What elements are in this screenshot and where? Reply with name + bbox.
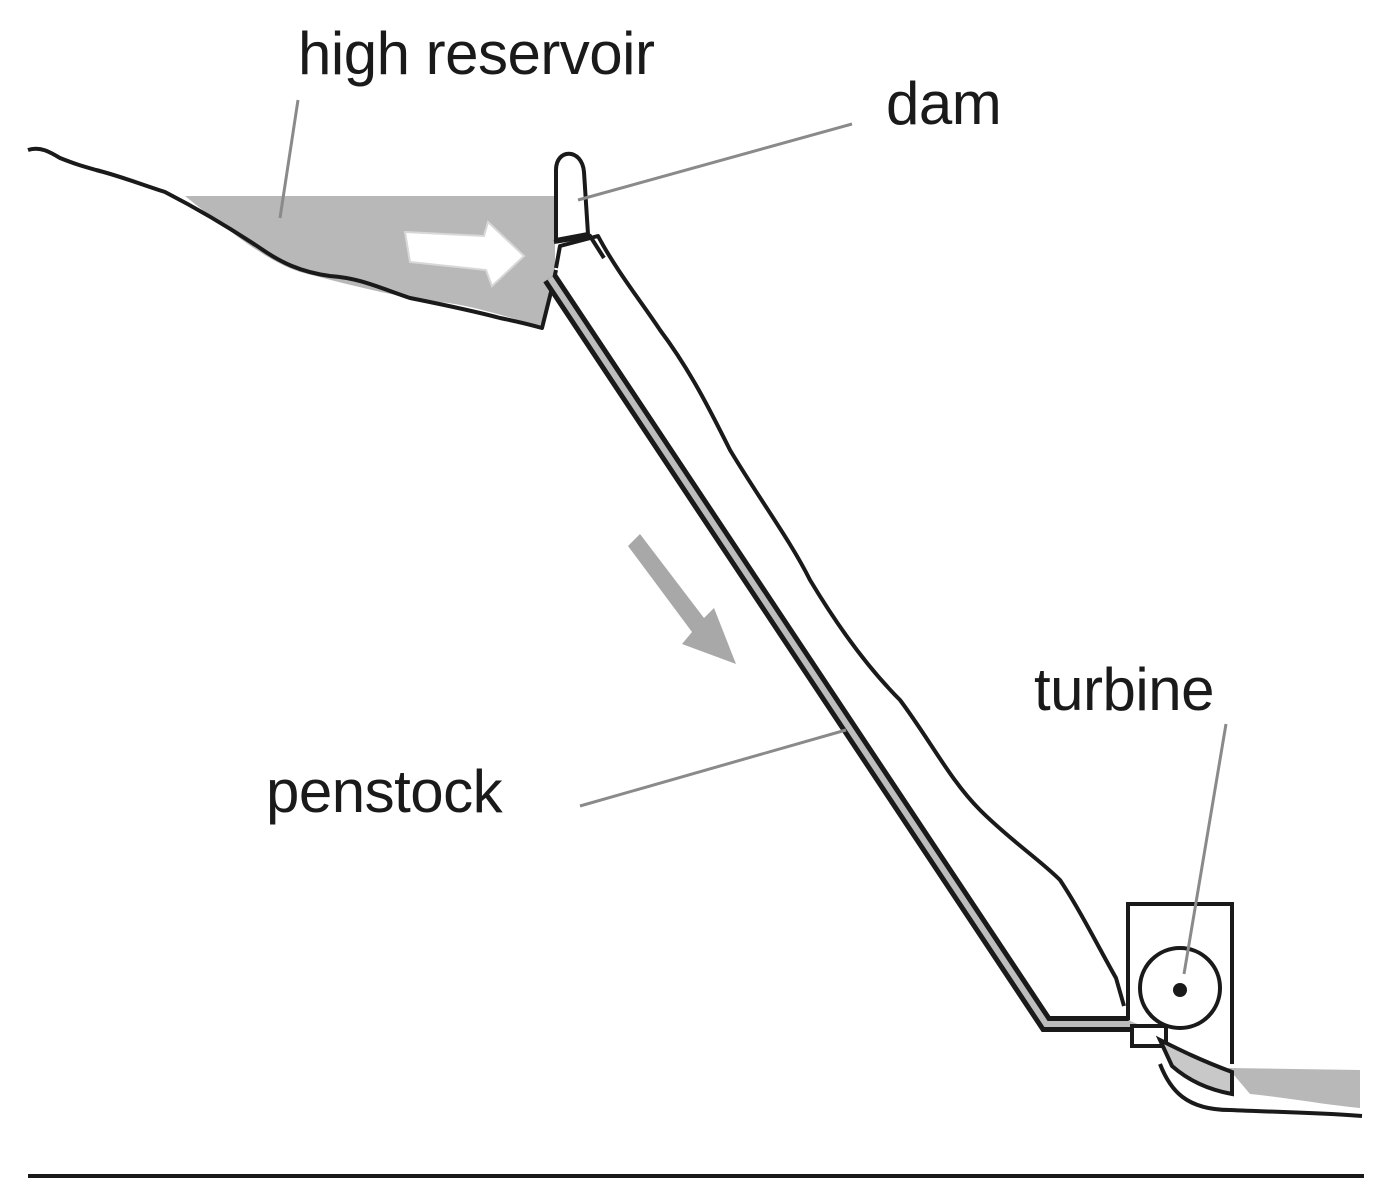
reservoir-water (185, 196, 555, 326)
leader-reservoir (278, 99, 300, 219)
turbine-base (1130, 1024, 1168, 1048)
terrain-slope (554, 234, 1126, 1007)
terrain-upper (27, 146, 558, 330)
dam-base (553, 233, 606, 260)
turbine-axle (1173, 983, 1187, 997)
flow-direction-arrow (628, 534, 736, 664)
penstock (543, 273, 1140, 1032)
leader-dam (577, 122, 853, 202)
label-penstock: penstock (266, 758, 503, 825)
label-dam: dam (886, 70, 1002, 137)
outflow-pipe (1155, 1035, 1234, 1097)
label-turbine: turbine (1034, 656, 1214, 723)
reservoir-flow-arrow (403, 220, 526, 288)
label-high-reservoir: high reservoir (298, 20, 655, 87)
lower-water (1228, 1068, 1360, 1108)
terrain-lower (1158, 1063, 1363, 1118)
penstock-inner (547, 276, 1140, 1027)
leader-turbine (1182, 723, 1228, 975)
dam (554, 151, 590, 242)
leader-penstock (579, 728, 847, 808)
